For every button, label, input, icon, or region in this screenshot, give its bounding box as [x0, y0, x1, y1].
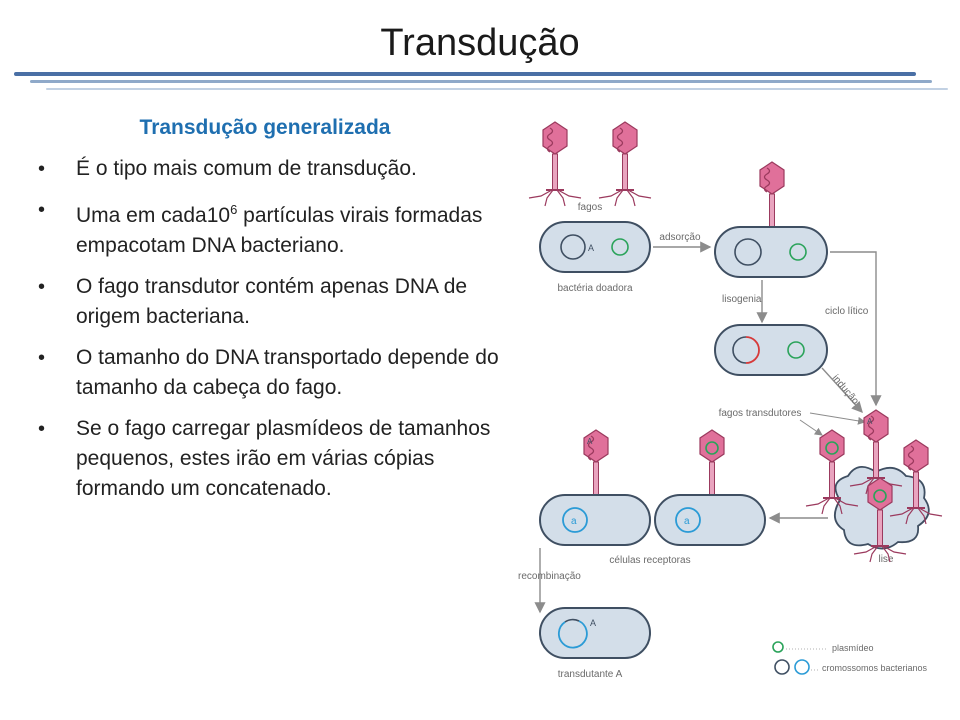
bullet-text: O tamanho do DNA transportado depende do… — [76, 346, 499, 399]
label-transdutante: transdutante A — [558, 669, 623, 680]
bullet-item: • Se o fago carregar plasmídeos de tamanh… — [36, 414, 511, 504]
phage-icon — [528, 121, 582, 207]
transductant-cell: A — [539, 607, 651, 659]
label-lisogenia: lisogenia — [722, 294, 762, 305]
bullet-text: Uma em cada10 — [76, 204, 231, 227]
gene-label: a — [571, 516, 577, 527]
label-inducao: indução — [830, 373, 861, 407]
bullet-dot-icon: • — [38, 347, 46, 369]
label-adsorcao: adsorção — [659, 232, 701, 243]
label-ciclo-litico: ciclo lítico — [825, 306, 869, 317]
infected-bacterium — [714, 226, 828, 278]
gene-label: a — [684, 516, 690, 527]
bullet-text: É o tipo mais comum de transdução. — [76, 157, 417, 180]
bullet-dot-icon: • — [38, 199, 46, 221]
label-fagos: fagos — [578, 202, 602, 213]
bullet-text: O fago transdutor contém apenas DNA de o… — [76, 275, 468, 328]
lysogenic-bacterium — [714, 324, 828, 376]
svg-text:A: A — [867, 417, 873, 426]
label-bacteria-doadora: bactéria doadora — [557, 283, 632, 294]
bullet-item: • É o tipo mais comum de transdução. — [36, 154, 511, 184]
bullet-superscript: 6 — [230, 202, 238, 217]
title-rule-2 — [30, 80, 932, 83]
phage-icon — [598, 121, 652, 207]
transduction-diagram: fagos A bactéria doadora adsorção lisoge… — [518, 121, 943, 680]
title-rule-3 — [46, 88, 948, 90]
recipient-cell: a — [539, 494, 651, 546]
phage-icon: A — [569, 429, 623, 515]
gene-label: A — [590, 618, 596, 628]
label-fagos-transdutores: fagos transdutores — [719, 408, 802, 419]
section-subtitle: Transdução generalizada — [139, 116, 391, 139]
label-celulas-receptoras: células receptoras — [609, 555, 690, 566]
svg-text:A: A — [587, 437, 593, 446]
donor-bacterium: A — [539, 221, 651, 273]
bullet-item: • O tamanho do DNA transportado depende d… — [36, 343, 511, 403]
bullet-item: • O fago transdutor contém apenas DNA de … — [36, 272, 511, 332]
bullet-dot-icon: • — [38, 276, 46, 298]
legend-chromosome-icon — [794, 659, 810, 675]
legend-plasmideo: plasmídeo — [832, 643, 874, 653]
bullet-dot-icon: • — [38, 158, 46, 180]
bullet-dot-icon: • — [38, 418, 46, 440]
bullet-item: • Uma em cada106 partículas virais formad… — [36, 195, 511, 261]
label-lise: lise — [878, 554, 893, 565]
transducing-phage-icon: A — [849, 409, 903, 495]
bullet-list: • É o tipo mais comum de transdução. • Uma… — [36, 154, 511, 515]
legend-chromosome-icon — [774, 659, 790, 675]
label-recombinacao: recombinação — [518, 571, 581, 582]
bullet-text: partículas virais formadas empacotam DNA… — [76, 204, 483, 257]
bullet-text: Se o fago carregar plasmídeos de tamanho… — [76, 417, 491, 500]
slide-title: Transdução — [380, 22, 580, 64]
gene-label: A — [588, 243, 594, 253]
title-rule-1 — [14, 72, 916, 76]
recipient-cell: a — [654, 494, 766, 546]
legend-cromossomos: cromossomos bacterianos — [822, 663, 928, 673]
legend: plasmídeo cromossomos bacterianos — [772, 641, 928, 675]
legend-plasmid-icon — [772, 641, 784, 653]
